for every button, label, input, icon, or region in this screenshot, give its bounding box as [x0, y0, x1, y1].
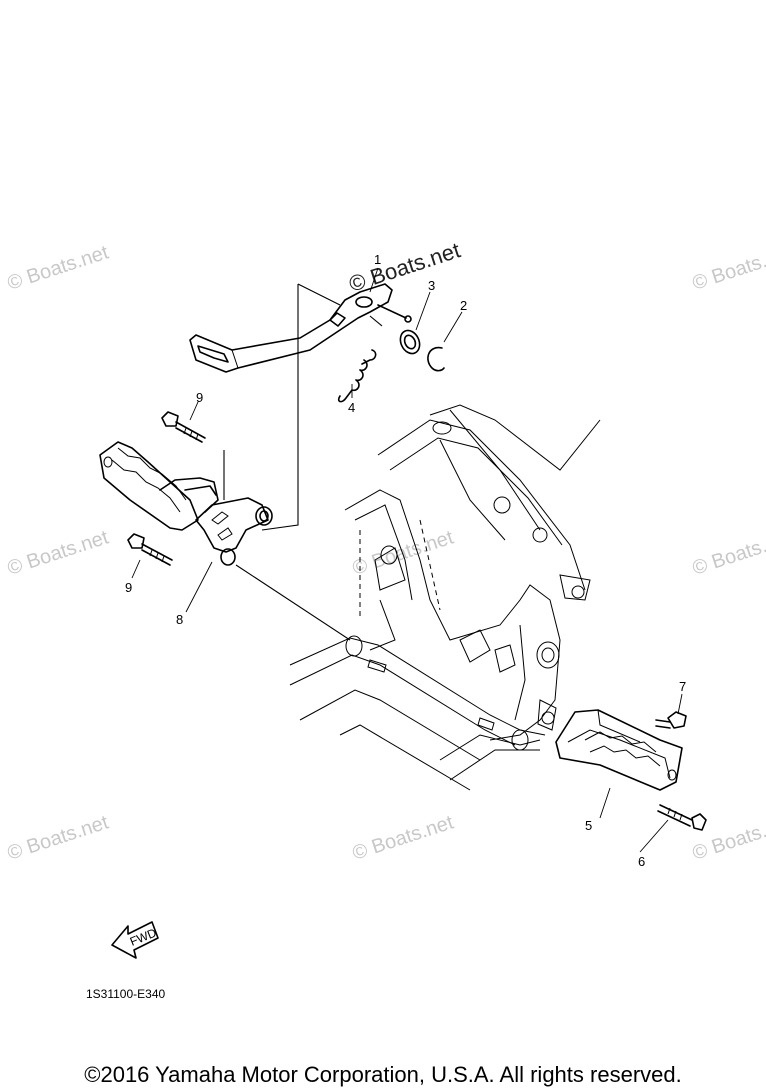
callout-1: 1	[374, 252, 381, 267]
callout-4: 4	[348, 400, 355, 415]
diagram-code: 1S31100-E340	[86, 987, 166, 1001]
leader-lines	[131, 267, 683, 853]
bolt-7	[655, 711, 687, 729]
watermark-mid-right: © Boats.net	[690, 526, 766, 579]
brake-pedal	[189, 283, 412, 373]
bolt-lower	[127, 533, 173, 566]
left-footrest-assembly	[99, 441, 273, 566]
circlip-part	[427, 346, 445, 372]
watermark-top-left: © Boats.net	[5, 241, 112, 294]
watermark-mid-center: © Boats.net	[350, 526, 457, 579]
bolt-6	[657, 804, 707, 831]
bolt-upper	[161, 411, 206, 443]
watermark-mid-left: © Boats.net	[5, 526, 112, 579]
watermark-main: © Boats.net	[346, 237, 463, 296]
callout-9-upper: 9	[196, 390, 203, 405]
callout-2: 2	[460, 298, 467, 313]
watermarks: © Boats.net © Boats.net © Boats.net © Bo…	[5, 237, 766, 864]
fwd-arrow: FWD	[111, 921, 159, 959]
watermark-bottom-center: © Boats.net	[350, 811, 457, 864]
callout-8: 8	[176, 612, 183, 627]
callouts: 1 2 3 4 5 6 7 8 9 9	[125, 252, 686, 869]
watermark-top-right: © Boats.net	[690, 241, 766, 294]
assembly-lines	[223, 283, 383, 641]
right-footrest	[555, 709, 683, 791]
callout-7: 7	[679, 679, 686, 694]
callout-6: 6	[638, 854, 645, 869]
callout-5: 5	[585, 818, 592, 833]
callout-3: 3	[428, 278, 435, 293]
spring-part	[337, 349, 377, 403]
washer-part	[399, 329, 421, 355]
watermark-bottom-right: © Boats.net	[690, 811, 766, 864]
watermark-bottom-left: © Boats.net	[5, 811, 112, 864]
callout-9-lower: 9	[125, 580, 132, 595]
copyright-notice: ©2016 Yamaha Motor Corporation, U.S.A. A…	[84, 1062, 682, 1087]
chassis-frame	[289, 404, 601, 791]
